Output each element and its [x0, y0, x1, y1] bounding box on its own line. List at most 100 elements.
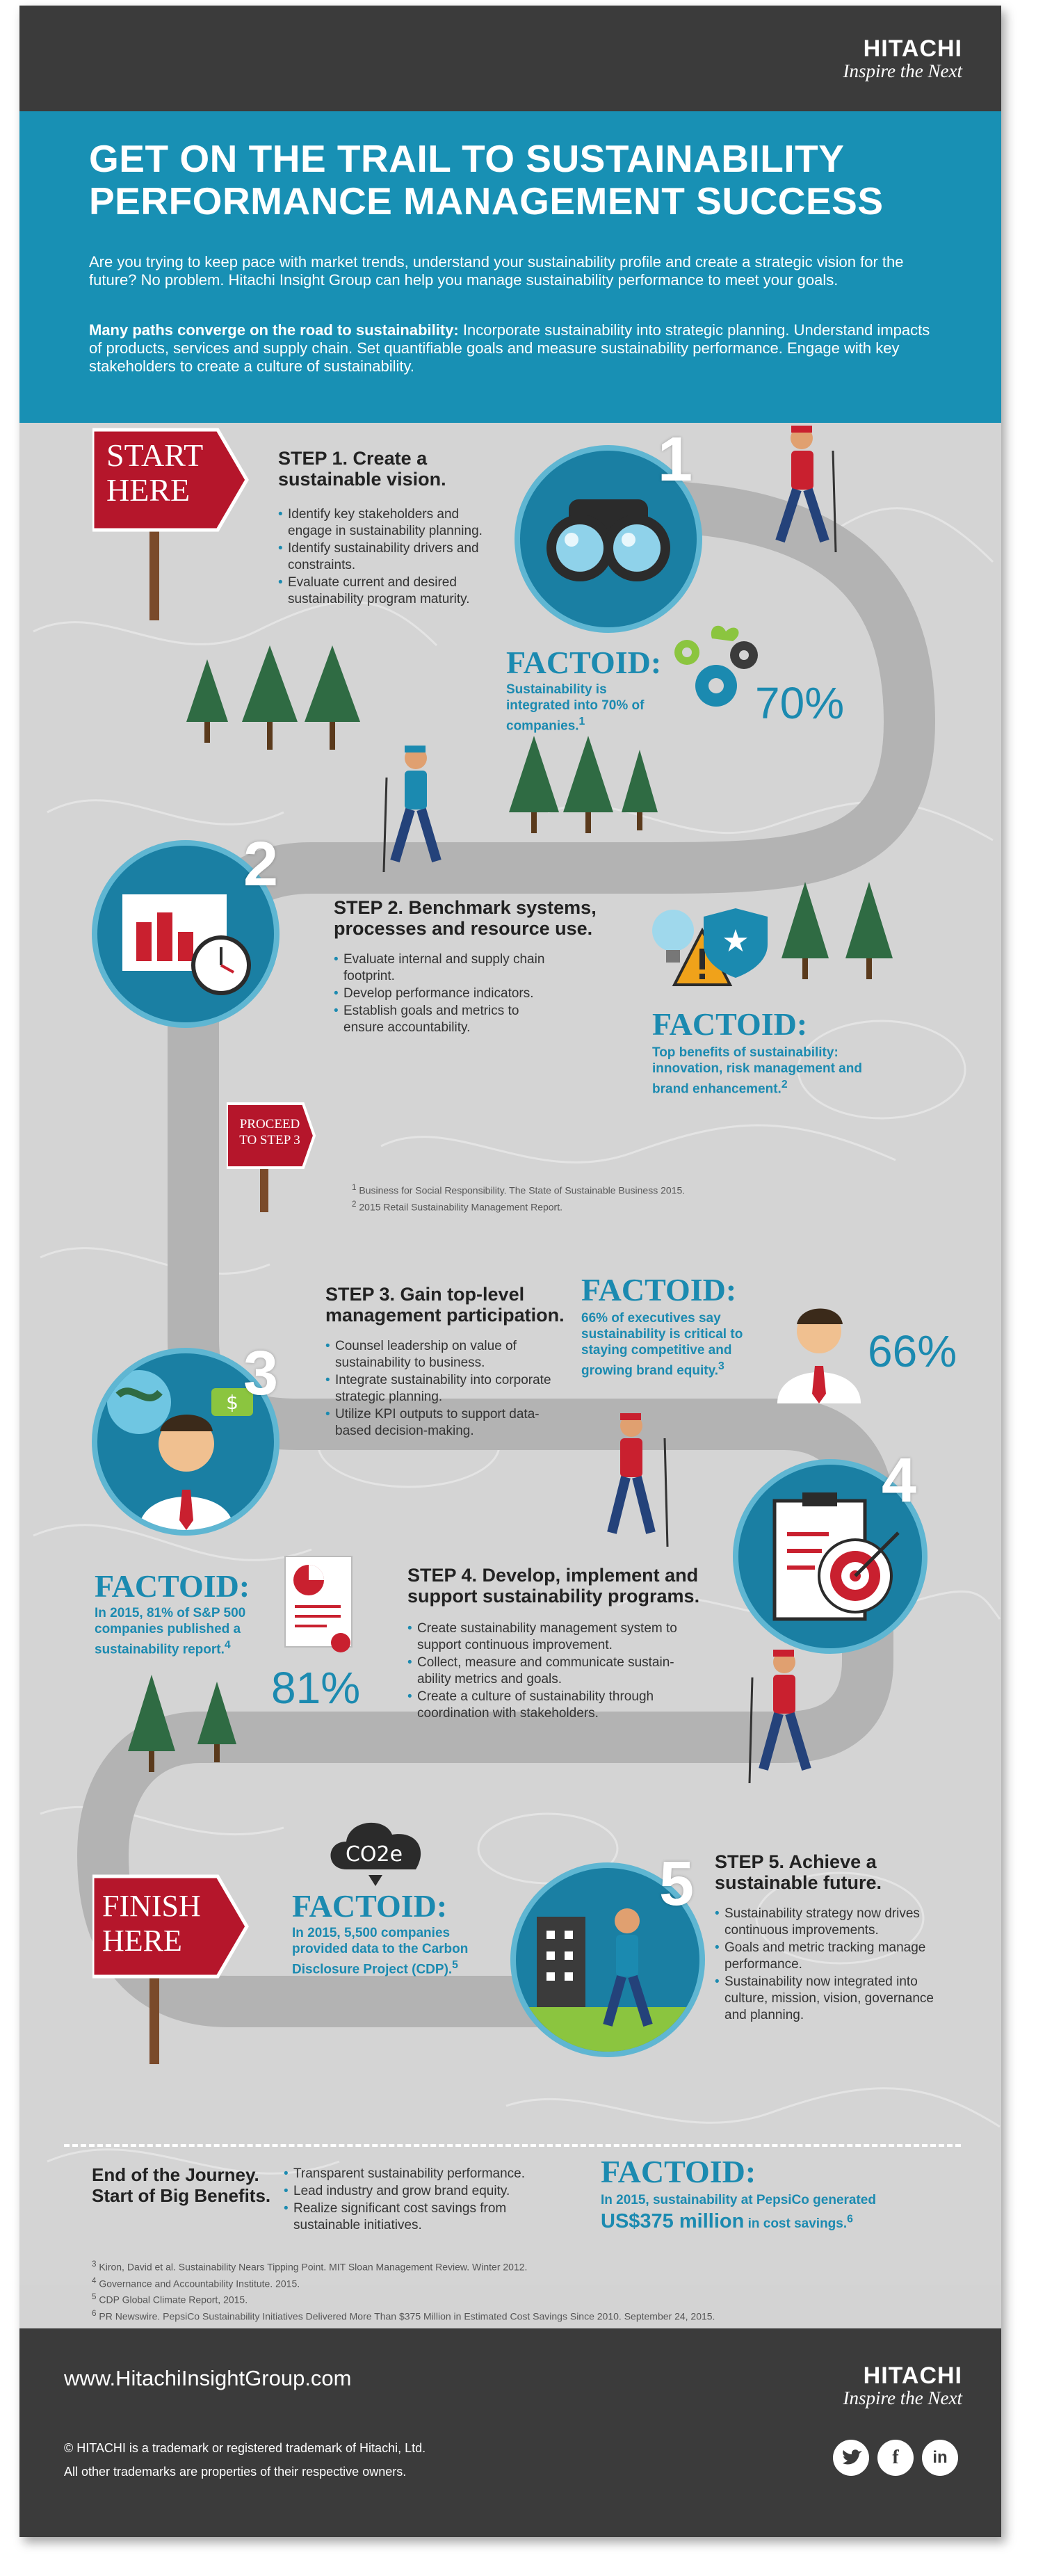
factoid6-text: In 2015, sustainability at PepsiCo gener…	[601, 2193, 876, 2232]
step5-bullet: Goals and metric tracking manage perform…	[715, 1940, 951, 1973]
step1-bullet: Identify key stakeholders and engage in …	[278, 506, 487, 540]
step3-executive-badge: $	[92, 1348, 280, 1536]
step5-city-badge	[510, 1862, 705, 2057]
factoid1-stat: 70%	[755, 678, 845, 728]
co2-cloud-icon: CO2e	[330, 1822, 421, 1886]
step1-bullet: Evaluate current and desired sustainabil…	[278, 574, 487, 608]
factoid2-text: Top benefits of sustainability: innovati…	[652, 1045, 862, 1097]
step2-bullet: Develop performance indicators.	[334, 985, 556, 1002]
facebook-icon[interactable]: f	[877, 2440, 914, 2476]
factoid4-text: In 2015, 81% of S&P 500 companies publis…	[95, 1606, 246, 1657]
tree-icon	[186, 645, 360, 750]
step5-number: 5	[659, 1849, 695, 1919]
factoid3-heading: FACTOID:	[581, 1272, 737, 1307]
intro-text: Are you trying to keep pace with market …	[89, 253, 904, 289]
footnote: 3 Kiron, David et al. Sustainability Nea…	[92, 2260, 528, 2273]
factoid1-heading: FACTOID:	[506, 645, 662, 680]
mid-references: 1 Business for Social Responsibility. Th…	[352, 1181, 685, 1214]
infographic-sheet: HITACHI Inspire the Next GET ON THE TRAI…	[19, 6, 1001, 2537]
factoid5-heading: FACTOID:	[292, 1888, 448, 1924]
step3-number: 3	[243, 1339, 279, 1408]
step1-binoculars-badge	[515, 445, 702, 633]
twitter-icon[interactable]	[833, 2440, 869, 2476]
step2-bullet: Establish goals and metrics to ensure ac…	[334, 1003, 556, 1036]
hiker-icon	[775, 426, 837, 553]
binoculars-icon	[546, 499, 670, 581]
step4-number: 4	[882, 1446, 917, 1515]
step2-bullets: Evaluate internal and supply chain footp…	[334, 951, 556, 1037]
step5-bullets: Sustainability strategy now drives conti…	[715, 1906, 951, 2024]
benefit-bullet: Realize significant cost savings from su…	[284, 2200, 562, 2234]
step1-bullets: Identify key stakeholders and engage in …	[278, 506, 487, 609]
step5-bullet: Sustainability strategy now drives conti…	[715, 1906, 951, 1939]
reference: 1 Business for Social Responsibility. Th…	[352, 1183, 686, 1196]
lightbulb-warning-shield-icon: ★	[652, 908, 768, 986]
step1-bullet: Identify sustainability drivers and cons…	[278, 540, 487, 574]
tree-icon	[781, 882, 893, 979]
step3-bullets: Counsel leadership on value of sustainab…	[325, 1338, 569, 1440]
factoid1-text: Sustainability is integrated into 70% of…	[506, 682, 645, 734]
dashed-divider	[64, 2144, 961, 2147]
factoid2-heading: FACTOID:	[652, 1006, 808, 1042]
factoid3-text: 66% of executives say sustainability is …	[581, 1311, 743, 1378]
footnotes: 3 Kiron, David et al. Sustainability Nea…	[92, 2257, 715, 2324]
factoid4-stat: 81%	[271, 1663, 361, 1713]
hitachi-footer-logo: HITACHI Inspire the Next	[843, 2362, 962, 2408]
factoid6-heading: FACTOID:	[601, 2154, 756, 2189]
footnote: 5 CDP Global Climate Report, 2015.	[92, 2292, 248, 2305]
benefit-bullet: Transparent sustainability performance.	[284, 2166, 562, 2182]
paths-text: Many paths converge on the road to susta…	[89, 321, 930, 375]
report-document-icon	[284, 1556, 353, 1652]
bar-chart-stopwatch-icon	[122, 894, 251, 995]
step3-bullet: Counsel leadership on value of sustainab…	[325, 1338, 569, 1371]
factoid3-stat: 66%	[868, 1326, 957, 1376]
svg-text:★: ★	[722, 924, 749, 959]
factoid4-heading: FACTOID:	[95, 1568, 250, 1604]
hiker-icon	[607, 1413, 669, 1547]
step4-bullet: Create a culture of sustainability throu…	[407, 1689, 706, 1722]
footnote: 4 Governance and Accountability Institut…	[92, 2276, 300, 2289]
step4-target-badge	[733, 1459, 928, 1654]
website-link[interactable]: www.HitachiInsightGroup.com	[64, 2366, 352, 2390]
step2-number: 2	[243, 830, 279, 899]
step2-benchmark-badge	[92, 840, 280, 1028]
step4-bullet: Create sustainability management system …	[407, 1620, 706, 1654]
svg-text:CO2e: CO2e	[346, 1842, 403, 1867]
footnote: 6 PR Newswire. PepsiCo Sustainability In…	[92, 2308, 715, 2322]
header-bar: HITACHI Inspire the Next	[19, 6, 1001, 111]
executive-globe-icon: $	[107, 1370, 253, 1530]
step4-bullets: Create sustainability management system …	[407, 1620, 706, 1723]
linkedin-icon[interactable]: in	[922, 2440, 958, 2476]
step2-title: STEP 2. Benchmark systems,processes and …	[334, 897, 597, 939]
factoid5-text: In 2015, 5,500 companies provided data t…	[292, 1926, 469, 1977]
reference: 2 2015 Retail Sustainability Management …	[352, 1199, 562, 1213]
step3-bullet: Integrate sustainability into corporate …	[325, 1372, 569, 1406]
benefits-bullets: Transparent sustainability performance. …	[284, 2166, 562, 2235]
hitachi-logo: HITACHI Inspire the Next	[843, 35, 962, 81]
benefits-title: End of the Journey.Start of Big Benefits…	[92, 2164, 271, 2206]
hiker-icon	[382, 746, 442, 873]
step2-bullet: Evaluate internal and supply chain footp…	[334, 951, 556, 985]
tree-icon	[509, 736, 658, 833]
proceed-sign-board	[227, 1102, 316, 1169]
step3-bullet: Utilize KPI outputs to support data-base…	[325, 1406, 569, 1440]
footer: www.HitachiInsightGroup.com HITACHI Insp…	[19, 2328, 1001, 2537]
start-sign-board	[92, 428, 249, 532]
gears-icon	[674, 625, 758, 707]
step1-number: 1	[658, 425, 693, 494]
tree-icon	[128, 1675, 236, 1772]
step4-bullet: Collect, measure and communicate sustain…	[407, 1655, 706, 1688]
trademark-line-2: All other trademarks are properties of t…	[64, 2465, 407, 2479]
step5-bullet: Sustainability now integrated into cultu…	[715, 1974, 951, 2024]
clipboard-target-icon	[772, 1492, 900, 1621]
